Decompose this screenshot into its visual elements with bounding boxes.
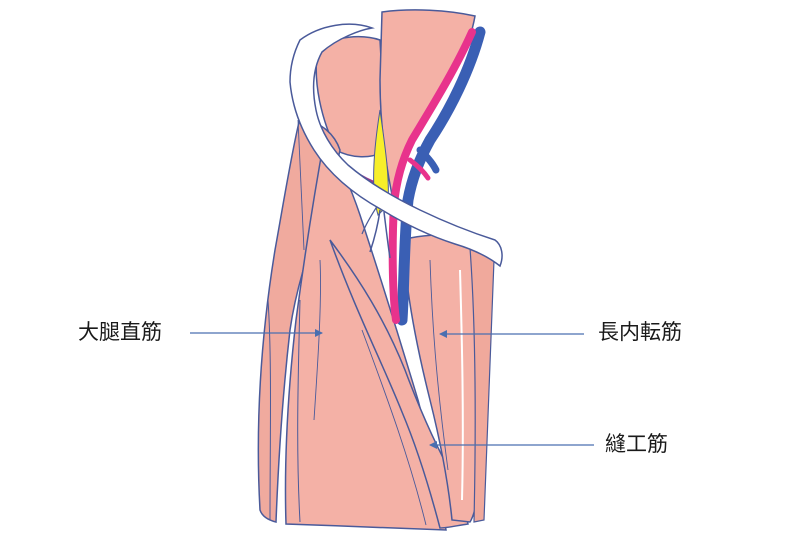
artery-branch [407,157,431,181]
sartorius-muscle [329,239,469,529]
femoral-artery [388,28,476,324]
inguinal-ligament [289,23,503,268]
fiber-line [459,269,464,501]
fiber-line [267,299,271,521]
rectus-femoris-muscle [284,132,447,531]
nerve-branch [369,209,381,253]
fiber-line [297,119,305,251]
adductor-longus-label: 長内転筋 [598,320,682,344]
fiber-line [361,329,427,526]
iliopsoas-muscle [315,35,387,158]
fiber-line [297,299,301,523]
vein-branch [416,146,440,174]
sartorius-label: 縫工筋 [605,432,668,456]
pectineus-muscle [379,9,476,196]
nerve-branch [383,211,391,259]
fiber-line [429,259,449,471]
rectus-femoris-label: 大腿直筋 [78,320,162,344]
